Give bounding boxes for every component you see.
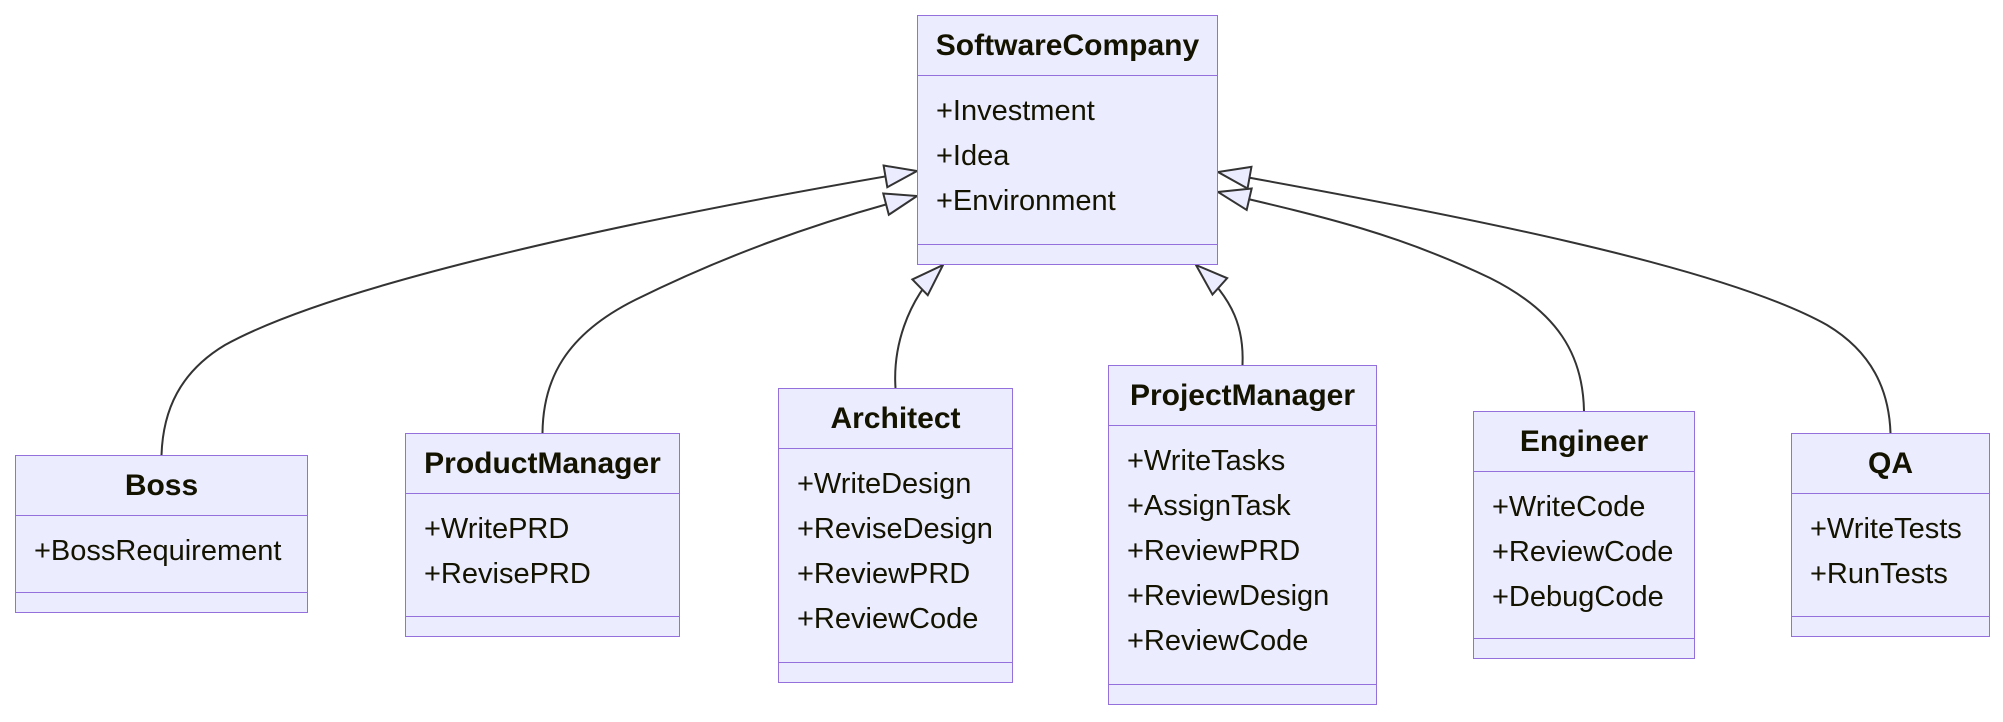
class-attributes-QA: +WriteTests +RunTests: [1792, 494, 1989, 616]
class-attributes-Engineer: +WriteCode +ReviewCode +DebugCode: [1474, 472, 1694, 638]
class-attribute: +ReviewPRD: [797, 558, 971, 590]
class-title-QA: QA: [1792, 434, 1989, 494]
class-attribute: +ReviseDesign: [797, 513, 993, 545]
class-attributes-ProjectManager: +WriteTasks +AssignTask +ReviewPRD +ReviewD…: [1109, 426, 1376, 684]
class-attributes-Architect: +WriteDesign +ReviseDesign +ReviewPRD +Revi…: [779, 449, 1012, 662]
class-box-QA: QA +WriteTests +RunTests: [1791, 433, 1990, 637]
class-methods-empty-Engineer: [1474, 638, 1694, 658]
class-attribute: +WriteTests: [1810, 513, 1962, 545]
class-attribute: +WriteTasks: [1127, 445, 1286, 477]
class-attribute: +DebugCode: [1492, 581, 1664, 613]
class-attribute: +BossRequirement: [34, 535, 282, 567]
class-attribute: +WritePRD: [424, 513, 570, 545]
class-methods-empty-ProjectManager: [1109, 684, 1376, 704]
class-box-ProductManager: ProductManager +WritePRD +RevisePRD: [405, 433, 680, 637]
class-attribute: +ReviewCode: [1492, 536, 1674, 568]
class-attributes-Boss: +BossRequirement: [16, 516, 307, 592]
inheritance-edge-ProjectManager-to-SoftwareCompany: [1196, 265, 1244, 366]
inheritance-edge-QA-to-SoftwareCompany: [1218, 172, 1892, 434]
class-attribute: +WriteDesign: [797, 468, 972, 500]
class-title-Boss: Boss: [16, 456, 307, 516]
class-box-ProjectManager: ProjectManager +WriteTasks +AssignTask +Rev…: [1108, 365, 1377, 705]
class-attributes-ProductManager: +WritePRD +RevisePRD: [406, 494, 679, 616]
class-title-SoftwareCompany: SoftwareCompany: [918, 16, 1217, 76]
class-title-Engineer: Engineer: [1474, 412, 1694, 472]
class-attribute: +WriteCode: [1492, 491, 1646, 523]
inheritance-edge-Boss-to-SoftwareCompany: [160, 171, 918, 456]
class-methods-empty-Architect: [779, 662, 1012, 682]
class-attribute: +RunTests: [1810, 558, 1948, 590]
class-attribute: +ReviewDesign: [1127, 580, 1330, 612]
class-attribute: +Idea: [936, 140, 1010, 172]
class-methods-empty-ProductManager: [406, 616, 679, 636]
class-title-ProjectManager: ProjectManager: [1109, 366, 1376, 426]
class-attribute: +Investment: [936, 95, 1095, 127]
class-attribute: +ReviewCode: [1127, 625, 1309, 657]
inheritance-edge-Engineer-to-SoftwareCompany: [1218, 192, 1585, 412]
class-attribute: +Environment: [936, 185, 1116, 217]
inheritance-edge-ProductManager-to-SoftwareCompany: [541, 196, 918, 434]
class-methods-empty-SoftwareCompany: [918, 244, 1217, 264]
class-box-Architect: Architect +WriteDesign +ReviseDesign +Revie…: [778, 388, 1013, 683]
class-title-ProductManager: ProductManager: [406, 434, 679, 494]
class-methods-empty-QA: [1792, 616, 1989, 636]
class-attribute: +ReviewCode: [797, 603, 979, 635]
class-attributes-SoftwareCompany: +Investment +Idea +Environment: [918, 76, 1217, 244]
class-box-Boss: Boss +BossRequirement: [15, 455, 308, 613]
class-attribute: +ReviewPRD: [1127, 535, 1301, 567]
class-box-Engineer: Engineer +WriteCode +ReviewCode +DebugCode: [1473, 411, 1695, 659]
class-title-Architect: Architect: [779, 389, 1012, 449]
class-box-SoftwareCompany: SoftwareCompany +Investment +Idea +Environm…: [917, 15, 1218, 265]
class-attribute: +RevisePRD: [424, 558, 591, 590]
class-methods-empty-Boss: [16, 592, 307, 612]
inheritance-edge-Architect-to-SoftwareCompany: [894, 265, 943, 389]
class-attribute: +AssignTask: [1127, 490, 1291, 522]
